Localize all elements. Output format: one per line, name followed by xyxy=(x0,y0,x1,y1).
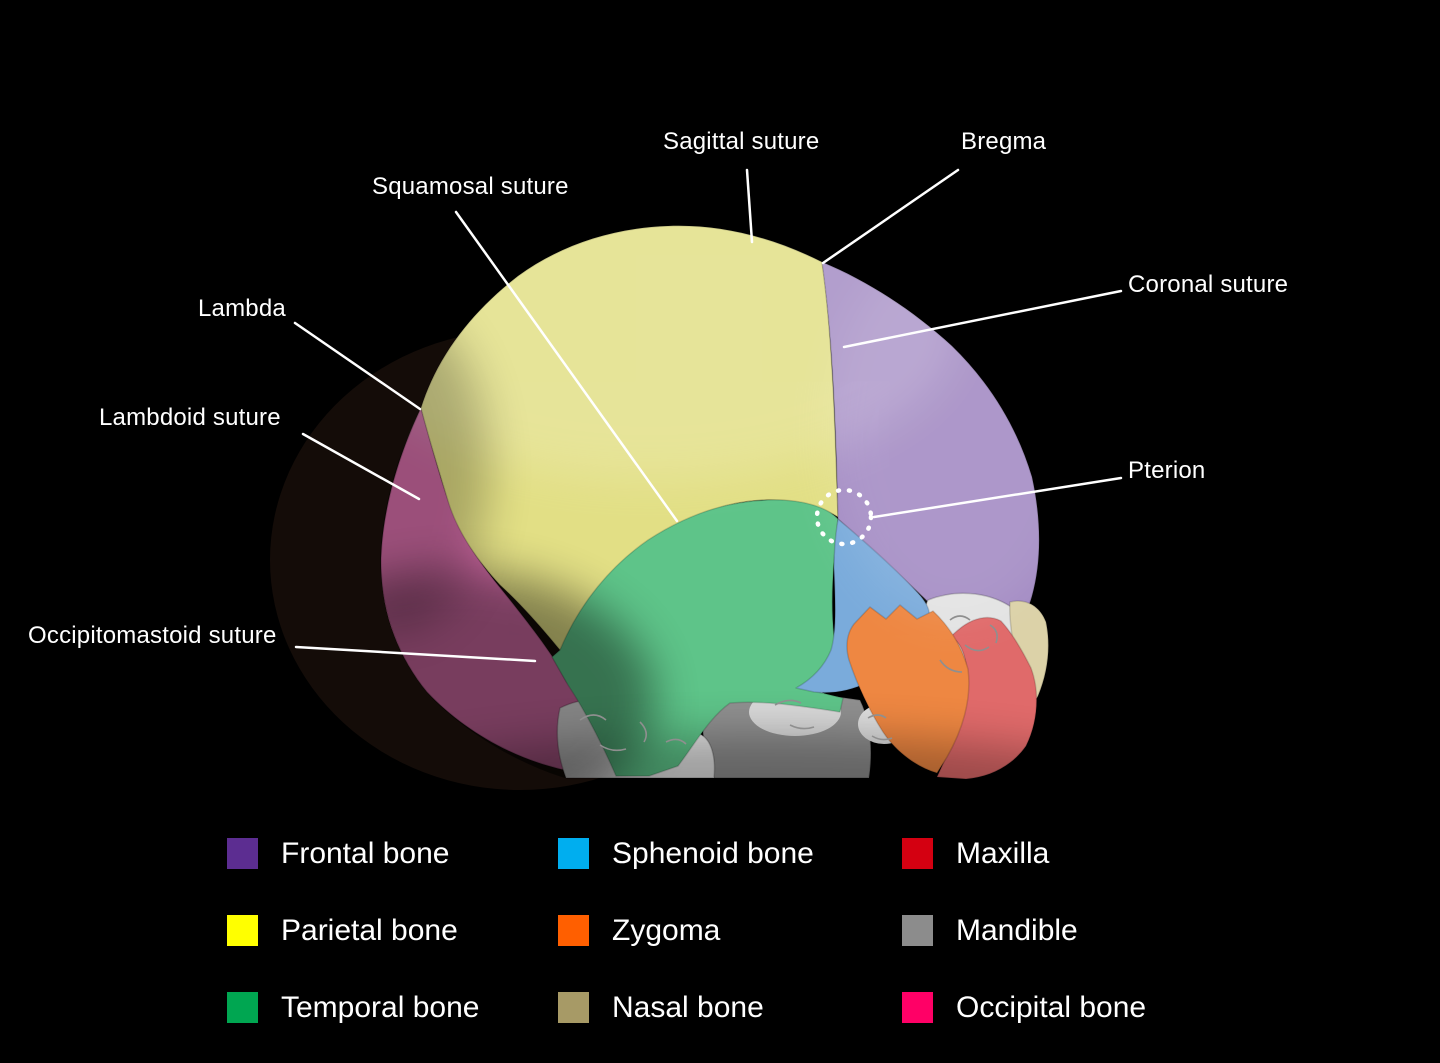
legend-column-1: Frontal bone Parietal bone Temporal bone xyxy=(227,838,479,1023)
label-pterion: Pterion xyxy=(1128,457,1206,484)
legend-item-maxilla: Maxilla xyxy=(902,838,1146,869)
temporal-bone-swatch xyxy=(227,992,258,1023)
leader-line-lambdoid-suture xyxy=(301,432,421,501)
label-occipitomastoid-suture: Occipitomastoid suture xyxy=(28,622,277,649)
legend-label: Sphenoid bone xyxy=(612,837,814,870)
nasal-bone-swatch xyxy=(558,992,589,1023)
label-coronal-suture: Coronal suture xyxy=(1128,271,1289,298)
leader-line-pterion xyxy=(872,476,1123,519)
legend-label: Zygoma xyxy=(612,914,721,947)
legend-label: Nasal bone xyxy=(612,991,764,1024)
mandible-swatch xyxy=(902,915,933,946)
legend-label: Maxilla xyxy=(956,837,1050,870)
zygoma-swatch xyxy=(558,915,589,946)
leader-line-squamosal-suture xyxy=(454,210,679,523)
label-sagittal-suture: Sagittal suture xyxy=(663,128,820,155)
maxilla-swatch xyxy=(902,838,933,869)
legend-label: Temporal bone xyxy=(281,991,480,1024)
bone-texture xyxy=(579,615,998,752)
leader-line-coronal-suture xyxy=(842,289,1123,349)
label-bregma: Bregma xyxy=(961,128,1047,155)
legend-item-nasal-bone: Nasal bone xyxy=(558,992,814,1023)
leader-lines xyxy=(293,168,1123,663)
legend-item-parietal-bone: Parietal bone xyxy=(227,915,479,946)
frontal-bone-swatch xyxy=(227,838,258,869)
occipital-bone-swatch xyxy=(902,992,933,1023)
label-squamosal-suture: Squamosal suture xyxy=(372,173,569,200)
pterion-marker xyxy=(814,487,874,547)
legend-label: Frontal bone xyxy=(281,837,450,870)
sphenoid-bone-swatch xyxy=(558,838,589,869)
leader-line-bregma xyxy=(821,168,960,265)
legend-item-mandible: Mandible xyxy=(902,915,1146,946)
leader-line-lambda xyxy=(293,321,422,411)
legend-item-occipital-bone: Occipital bone xyxy=(902,992,1146,1023)
leader-line-occipitomastoid-suture xyxy=(294,645,537,663)
legend-label: Parietal bone xyxy=(281,914,458,947)
legend-item-sphenoid-bone: Sphenoid bone xyxy=(558,838,814,869)
leader-line-sagittal-suture xyxy=(745,168,754,244)
legend-item-temporal-bone: Temporal bone xyxy=(227,992,479,1023)
parietal-bone-swatch xyxy=(227,915,258,946)
legend-item-frontal-bone: Frontal bone xyxy=(227,838,479,869)
legend-label: Occipital bone xyxy=(956,991,1147,1024)
label-lambdoid-suture: Lambdoid suture xyxy=(99,404,281,431)
legend-item-zygoma: Zygoma xyxy=(558,915,814,946)
legend-column-2: Sphenoid bone Zygoma Nasal bone xyxy=(558,838,814,1023)
legend-column-3: Maxilla Mandible Occipital bone xyxy=(902,838,1146,1023)
legend-label: Mandible xyxy=(956,914,1078,947)
label-lambda: Lambda xyxy=(198,295,286,322)
